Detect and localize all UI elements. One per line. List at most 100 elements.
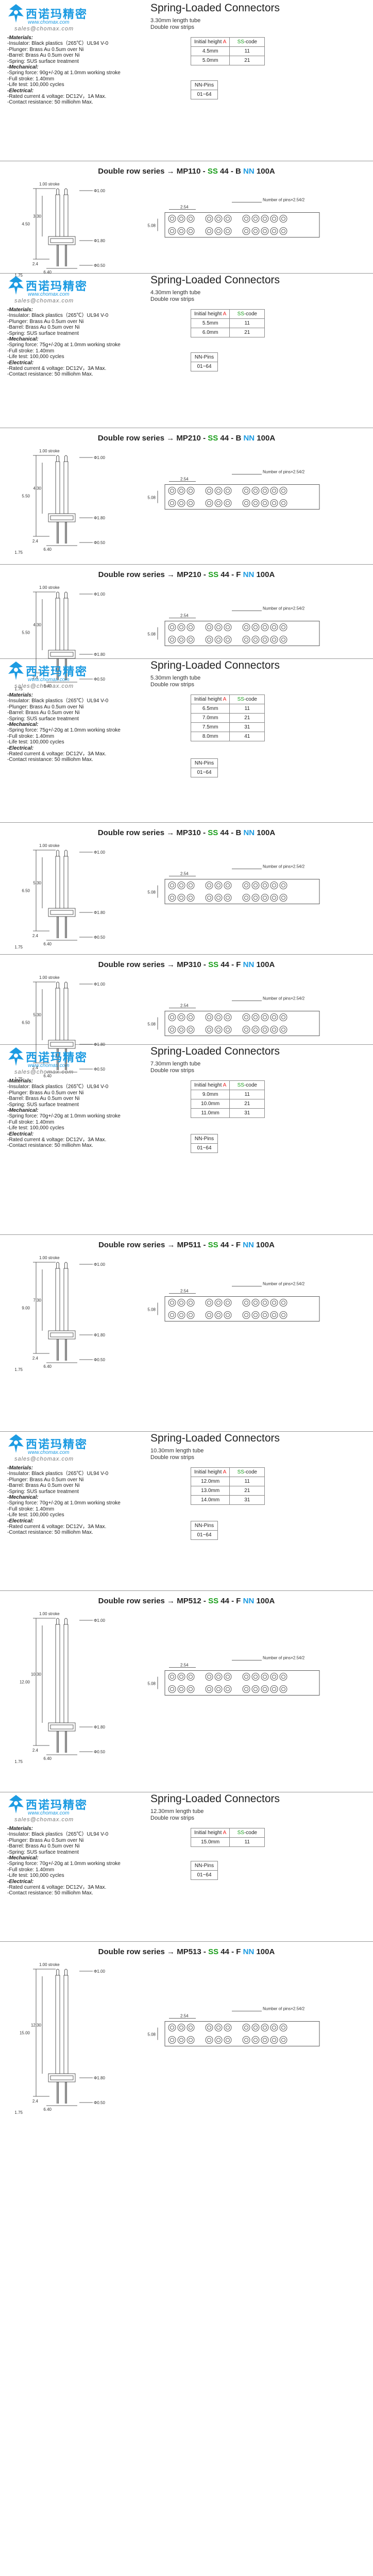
section-title: Spring-Loaded Connectors [150, 1793, 280, 1805]
pins-formula: Number of pins×2.54/2 [263, 2007, 305, 2011]
row-spacing-dimension: 5.08 [147, 2032, 156, 2037]
barrel-diameter-dimension: Φ1.80 [94, 910, 106, 915]
code-header: SS-code [229, 309, 265, 319]
table-cell: 11 [229, 704, 265, 714]
tube-length-dimension: 7.30 [33, 1298, 41, 1303]
initial-height-header: Initial height A [190, 694, 230, 704]
spec-line: -Life test: 100,000 cycles [7, 82, 64, 88]
brand-email: sales@chomax.com [14, 1817, 74, 1823]
tail-diameter-dimension: Φ0.50 [94, 1067, 106, 1072]
spec-line: -Life test: 100,000 cycles [7, 1512, 64, 1518]
table-cell: 11.0mm [190, 1108, 230, 1118]
logo-symbol-icon [8, 1795, 24, 1814]
spec-line: -Barrel: Brass Au 0.5um over Ni [7, 325, 80, 331]
pins-formula: Number of pins×2.54/2 [263, 606, 305, 611]
spec-line: -Rated current & voltage: DC12V，3A Max. [7, 1137, 107, 1143]
overall-height-dimension: 15.00 [20, 2031, 30, 2036]
barrel-diameter-dimension: Φ1.80 [94, 1042, 106, 1047]
body-width-dimension: 6.40 [43, 1074, 52, 1078]
spec-line: -Contact resistance: 50 milliohm Max. [7, 1530, 93, 1536]
series-label: Double row series → MP310 - SS 44 - B NN… [97, 828, 276, 837]
section-title: Spring-Loaded Connectors [150, 2, 280, 14]
series-label: Double row series → MP110 - SS 44 - B NN… [98, 167, 275, 176]
code-header: SS-code [229, 694, 265, 704]
spec-heading: -Electrical: [7, 88, 34, 94]
series-label: Double row series → MP512 - SS 44 - F NN… [98, 1597, 275, 1605]
tube-length-dimension: 4.30 [33, 623, 41, 628]
row-spacing-dimension: 5.08 [147, 632, 156, 637]
pitch-dimension: 2.54 [180, 872, 189, 876]
tube-length: 12.30mm length tube [150, 1808, 204, 1815]
section-title: Spring-Loaded Connectors [150, 1045, 280, 1057]
spec-line: -Life test: 100,000 cycles [7, 354, 64, 360]
pins-range: 01~64 [191, 90, 218, 99]
pins-range: 01~64 [191, 1530, 218, 1540]
brand-website: www.chomax.com [28, 20, 70, 25]
spec-line: -Full stroke: 1.40mm [7, 1867, 55, 1873]
table-cell: 10.0mm [190, 1099, 230, 1109]
row-spacing-dimension: 5.08 [147, 1682, 156, 1686]
pins-range: 01~64 [191, 768, 218, 777]
tube-length-dimension: 5.30 [33, 1013, 41, 1018]
overall-height-dimension: 6.50 [22, 889, 30, 893]
overall-height-dimension: 5.50 [22, 631, 30, 635]
pins-header: NN-Pins [191, 80, 218, 90]
tip-diameter-dimension: Φ1.00 [94, 1262, 106, 1267]
spec-line: -Insulator: Black plastics（265℃）UL94 V-0 [7, 698, 109, 704]
tube-length: 10.30mm length tube [150, 1448, 204, 1454]
table-cell: 11 [229, 1837, 265, 1847]
spec-line: -Full stroke: 1.40mm [7, 1119, 55, 1125]
spec-line: -Barrel: Brass Au 0.5um over Ni [7, 53, 80, 59]
section-divider [0, 564, 373, 565]
barrel-diameter-dimension: Φ1.80 [94, 516, 106, 520]
tail-diameter-dimension: Φ0.50 [94, 1750, 106, 1754]
spec-heading: -Materials: [7, 1078, 33, 1084]
tube-length-dimension: 10.30 [31, 1672, 42, 1677]
stroke-dimension: 1.00 stroke [39, 1256, 60, 1260]
spec-heading: -Mechanical: [7, 1855, 39, 1861]
spec-line: -Contact resistance: 50 milliohm Max. [7, 1890, 93, 1896]
tail-length-dimension: 2.4 [32, 1065, 39, 1070]
spec-line: -Barrel: Brass Au 0.5um over Ni [7, 1483, 80, 1489]
spec-line: -Spring: SUS surface treatment [7, 1101, 79, 1108]
tip-diameter-dimension: Φ1.00 [94, 1969, 106, 1974]
spec-line: -Insulator: Black plastics（265℃）UL94 V-0 [7, 313, 109, 319]
spec-line: -Spring: SUS surface treatment [7, 1488, 79, 1495]
spec-line: -Spring: SUS surface treatment [7, 330, 79, 336]
table-cell: 41 [229, 732, 265, 741]
stroke-dimension: 1.00 stroke [39, 1612, 60, 1616]
spec-line: -Spring force: 75g+/-20g at 1.0mm workin… [7, 342, 121, 348]
specifications: -Materials:-Insulator: Black plastics（26… [7, 307, 182, 378]
row-spacing-dimension: 5.08 [147, 224, 156, 228]
offset-dimension: 1.75 [14, 687, 23, 691]
spec-line: -Plunger: Brass Au 0.5um over Ni [7, 704, 84, 710]
overall-height-dimension: 12.00 [20, 1680, 30, 1685]
spec-line: -Plunger: Brass Au 0.5um over Ni [7, 1090, 84, 1096]
initial-height-header: Initial height A [190, 37, 230, 47]
barrel-diameter-dimension: Φ1.80 [94, 1333, 106, 1337]
body-width-dimension: 6.40 [43, 1756, 52, 1761]
tube-length: 5.30mm length tube [150, 675, 201, 681]
spec-heading: -Mechanical: [7, 336, 39, 343]
spec-line: -Life test: 100,000 cycles [7, 739, 64, 745]
brand-email: sales@chomax.com [14, 26, 74, 32]
spec-line: -Spring: SUS surface treatment [7, 716, 79, 722]
brand-email: sales@chomax.com [14, 298, 74, 304]
specifications: -Materials:-Insulator: Black plastics（26… [7, 1078, 182, 1149]
overall-height-dimension: 5.50 [22, 494, 30, 499]
stroke-dimension: 1.00 stroke [39, 182, 60, 187]
